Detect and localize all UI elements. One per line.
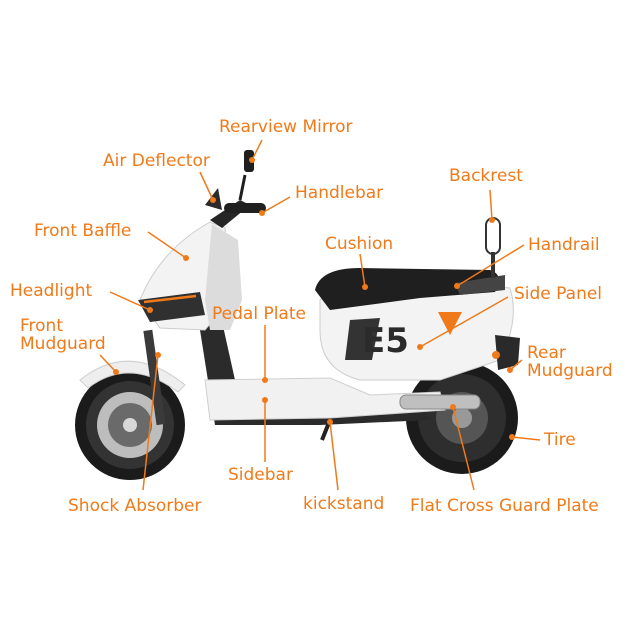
label-pedal-plate: Pedal Plate	[212, 304, 306, 324]
label-kickstand: kickstand	[303, 494, 385, 514]
scooter-illustration: E5	[75, 150, 520, 480]
front-mudguard	[79, 360, 186, 393]
rear-reflector	[492, 351, 500, 359]
front-trim	[138, 292, 205, 322]
tail-section	[495, 335, 520, 370]
handlebar-grip	[224, 203, 266, 213]
label-side-panel: Side Panel	[514, 284, 603, 304]
leader-lines	[99, 139, 541, 491]
label-rear-mudguard-line1: Rear	[527, 343, 566, 363]
headlight-strip	[143, 294, 197, 304]
front-wheel	[75, 370, 185, 480]
side-panel-accent	[345, 318, 380, 360]
label-flat-cross-guard-plate: Flat Cross Guard Plate	[410, 496, 599, 516]
seat	[315, 268, 499, 310]
label-cushion: Cushion	[325, 234, 394, 254]
brand-logo-icon	[438, 312, 462, 335]
label-air-deflector: Air Deflector	[103, 151, 210, 171]
label-front-baffle: Front Baffle	[34, 221, 132, 241]
fork	[143, 329, 166, 426]
leader-dots	[113, 157, 515, 440]
label-headlight: Headlight	[10, 281, 93, 301]
label-front-mudguard-line1: Front	[20, 316, 63, 336]
label-tire: Tire	[544, 430, 576, 450]
backrest-post	[491, 252, 495, 278]
muffler	[399, 394, 481, 410]
rear-backrest	[485, 217, 501, 255]
leg-shield	[205, 224, 242, 330]
mirror-stalk	[238, 174, 247, 201]
label-handlebar: Handlebar	[295, 183, 384, 203]
label-front-mudguard-line2: Mudguard	[20, 334, 106, 354]
mirror-head	[244, 150, 254, 172]
label-rearview-mirror: Rearview Mirror	[219, 117, 353, 137]
label-backrest: Backrest	[449, 166, 523, 186]
label-handrail: Handrail	[528, 235, 600, 255]
label-rear-mudguard-line2: Mudguard	[527, 361, 613, 381]
rear-handrail	[455, 275, 505, 295]
label-shock-absorber: Shock Absorber	[68, 496, 202, 516]
label-sidebar: Sidebar	[228, 465, 293, 485]
side-panel-badge: E5	[362, 321, 409, 361]
